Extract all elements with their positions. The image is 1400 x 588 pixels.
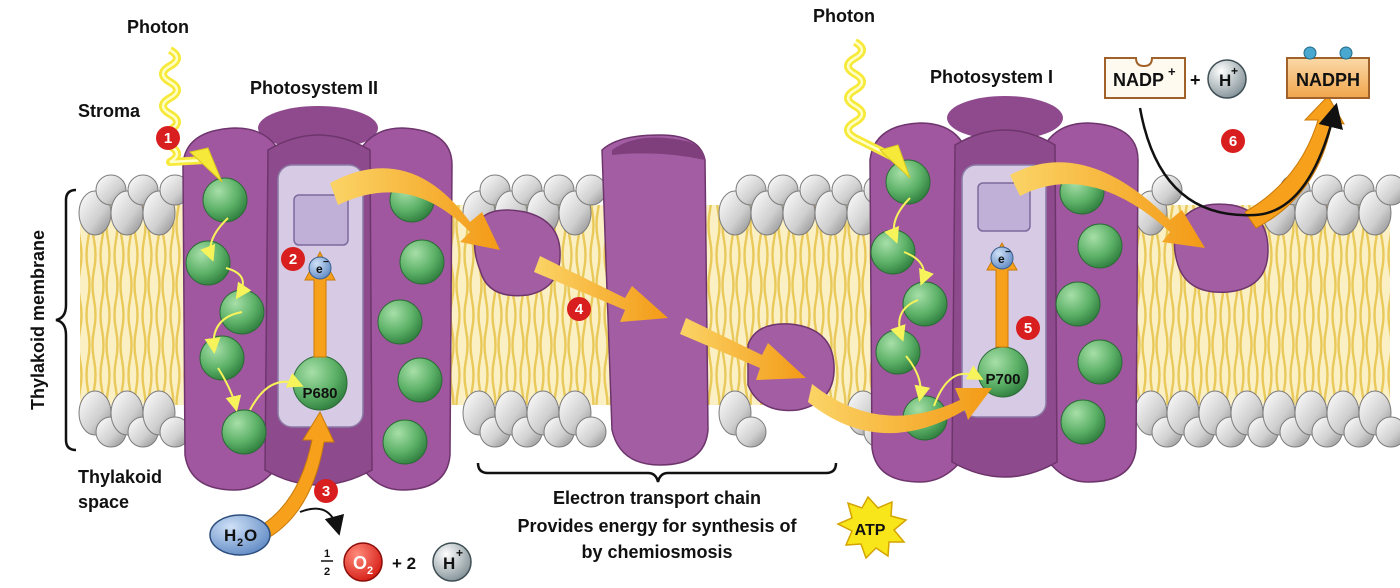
photosystem-ii-chlorophylls [185,177,445,465]
water-h: H [224,526,236,545]
thylakoid-membrane-label: Thylakoid membrane [28,230,48,410]
thylakoid-membrane-brace [55,188,77,452]
plastoquinone [473,209,561,297]
oxygen-o: O [353,553,367,573]
p700-label: P700 [985,371,1020,388]
chlorophyll-molecule [382,419,428,465]
chlorophyll-molecule [399,239,445,285]
photosystem-i-label: Photosystem I [930,67,1053,87]
svg-text:4: 4 [575,301,584,318]
step-badges: 1 2 3 4 5 6 [156,126,1245,503]
nadp-charge: + [1168,64,1176,79]
electron-badge-ps2: e − [308,256,332,280]
svg-text:5: 5 [1024,320,1032,337]
oxygen-product: 1 2 O 2 + 2 H + [321,542,472,582]
excitation-energy-transfer-arrows [200,197,984,412]
chlorophyll-molecule [185,240,231,286]
svg-text:3: 3 [322,483,330,500]
step-badge-1: 1 [156,126,180,150]
nadp-label: NADP [1113,70,1164,90]
chlorophyll-molecule [1055,281,1101,327]
chlorophyll-molecule [377,299,423,345]
step-badge-5: 5 [1016,316,1040,340]
chlorophyll-molecule [1077,339,1123,385]
h-label: H [1219,71,1231,90]
step-badge-6: 6 [1221,129,1245,153]
half-numerator: 1 [324,548,330,560]
thylakoid-space-label-2: space [78,492,129,512]
h-out-label: H [443,554,455,573]
chlorophyll-molecule [221,409,267,455]
photosystem-ii-label: Photosystem II [250,78,378,98]
pq-to-cytochrome-arrow [534,256,668,322]
photon-label-right: Photon [813,6,875,26]
step-badge-4: 4 [567,297,591,321]
etc-label: Electron transport chain [553,488,761,508]
electron-charge-ps1: − [1005,247,1011,258]
water-to-p680-arrow [261,410,335,539]
nadph-label: NADPH [1296,70,1360,90]
energy-label-line1: Provides energy for synthesis of [517,516,797,536]
lipid-head [1375,416,1400,448]
water-sub: 2 [237,537,243,549]
chlorophyll-molecule [1077,223,1123,269]
water-molecule: H 2 O [209,514,271,556]
ferredoxin-nadp-reductase [1173,203,1269,294]
cytochrome-complex [601,134,709,466]
nadph-box: NADPH [1286,46,1370,99]
primary-electron-acceptor-ii [293,194,349,246]
psii-to-pq-arrow [330,168,500,250]
chlorophyll-molecule [870,229,916,275]
lipid-head [1375,174,1400,206]
step-badge-3: 3 [314,479,338,503]
h-charge: + [1231,64,1238,78]
etc-brace [476,462,838,483]
water-o: O [244,526,257,545]
pc-to-p700-arrow [808,384,992,434]
stroma-label: Stroma [78,101,141,121]
atp-starburst: ATP [836,495,908,560]
electron-label-ps2: e [316,262,323,276]
atp-label: ATP [855,522,886,539]
chlorophyll-molecule [1060,399,1106,445]
psi-to-fd-arrow [1010,162,1205,248]
photon-label-left: Photon [127,17,189,37]
photon-wave-right [844,38,911,179]
lipid-heads-bottom [78,390,1400,448]
lipid-head [1151,174,1183,206]
svg-text:1: 1 [164,130,172,147]
p680-label: P680 [302,385,337,402]
electron-charge-ps2: − [323,257,329,268]
electron-label-ps1: e [998,252,1005,266]
chlorophyll-molecule [397,357,443,403]
cytochrome-to-pc-arrow [680,318,806,380]
nadp-reduction-curve [1138,102,1343,217]
photon-wave-left [159,46,223,183]
energy-label-line2: by chemiosmosis [581,542,732,562]
nadp-plus-box: NADP + [1104,57,1186,99]
primary-electron-acceptor-i [977,182,1031,232]
svg-text:6: 6 [1229,133,1237,150]
hydrogen-ion-stroma: H + [1207,59,1247,99]
lipid-head [735,416,767,448]
step-badge-2: 2 [281,247,305,271]
plus-two-label: + 2 [392,554,416,573]
nadp-plus-sign: + [1190,70,1201,90]
svg-text:2: 2 [289,251,297,268]
half-denominator: 2 [324,566,330,578]
h-out-charge: + [456,546,463,560]
chlorophyll-molecule [885,159,931,205]
lipid-head [575,174,607,206]
electron-badge-ps1: e − [990,246,1014,270]
lipid-head [575,416,607,448]
chlorophyll-molecule [202,177,248,223]
oxygen-sub: 2 [367,565,373,577]
photosystem-i-chlorophylls [870,159,1123,445]
thylakoid-space-label-1: Thylakoid [78,467,162,487]
water-splitting-curve [299,507,345,536]
